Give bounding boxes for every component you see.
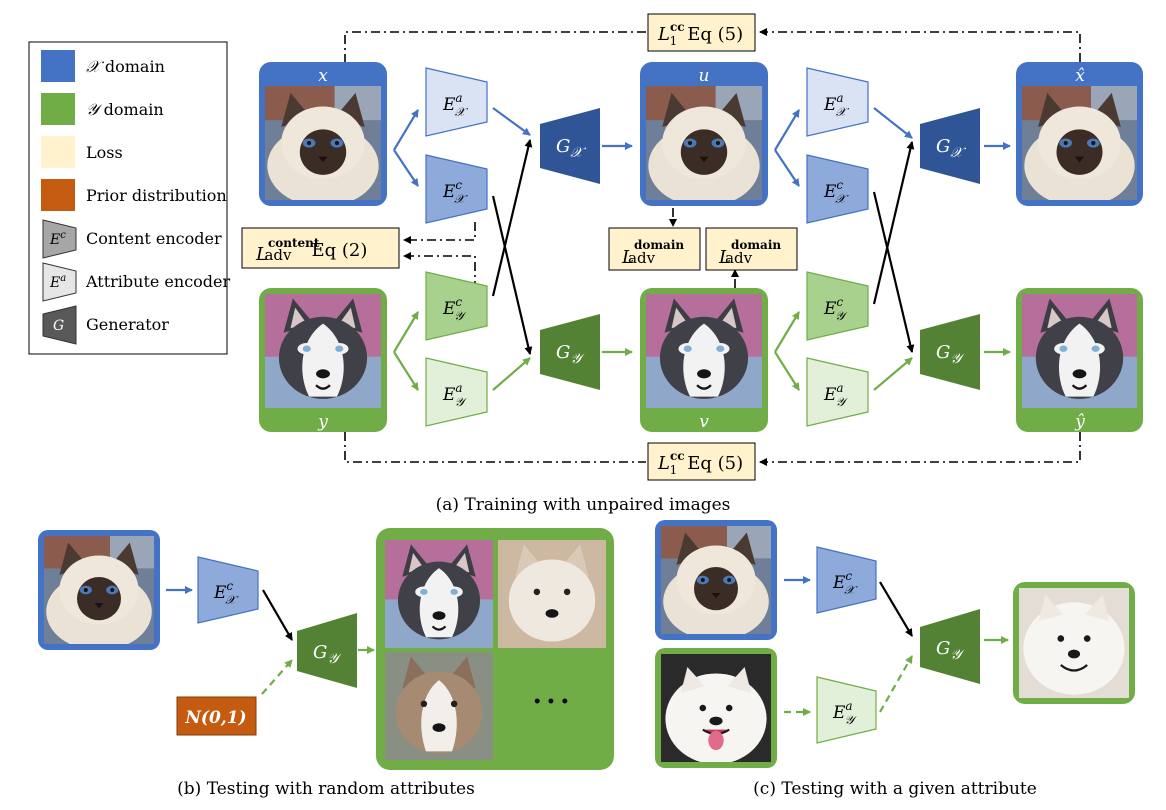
generator-y-right: G𝒴 [920,314,980,390]
output-grid-b: • • • [376,528,614,770]
image-frame-x-hat: x̂ [1016,62,1143,206]
svg-text:G𝒳: G𝒳 [556,136,586,161]
legend-swatch-y-domain [41,93,75,125]
image-frame-x: x [259,62,387,206]
arrows-a [393,107,1011,391]
husky-photo-icon [646,294,762,408]
image-frame-u: u [640,62,768,206]
husky-photo-icon [1022,294,1137,408]
generator-y-b: G𝒴 [297,613,357,688]
cat-photo-icon [646,86,762,200]
samoyed-photo-icon [661,654,771,762]
legend-label-attribute-encoder: Attribute encoder [85,272,231,291]
image-frame-c-attribute [655,648,777,768]
legend-attr-symbol: Ea [49,273,66,291]
legend-label-y-domain: 𝒴 domain [86,100,164,119]
legend-generator-icon [42,305,77,345]
image-frame-c-content [655,520,777,640]
cat-photo-icon [661,526,771,634]
generator-y-left: G𝒴 [540,314,600,390]
label-x: x [318,66,328,86]
image-frame-c-output [1013,582,1135,704]
legend: 𝒳 domain 𝒴 domain Loss Prior distributio… [28,41,231,355]
husky-photo-icon [385,540,493,648]
generator-y-c: G𝒴 [920,609,980,684]
legend-swatch-prior [41,179,75,211]
legend-swatch-loss [41,136,75,168]
cat-photo-icon [1022,86,1137,200]
legend-swatch-x-domain [41,50,75,82]
legend-content-symbol: Ec [49,230,66,248]
husky-photo-icon [265,294,381,408]
cat-photo-icon [265,86,381,200]
caption-a: (a) Training with unpaired images [436,495,731,515]
legend-label-generator: Generator [86,315,169,334]
legend-label-loss: Loss [86,143,123,162]
image-frame-v: v [640,288,768,432]
caption-c: (c) Testing with a given attribute [753,779,1037,799]
image-frame-y-hat: ŷ [1016,288,1143,432]
arrows-c [784,576,1009,716]
prior-label: N(0,1) [184,708,246,728]
samoyed-photo-icon [1019,588,1129,698]
svg-text:G𝒳: G𝒳 [936,136,966,161]
legend-label-x-domain: 𝒳 domain [86,57,165,76]
cat-photo-icon [44,536,154,644]
cc-loss-paths [344,28,1081,466]
prior-box: N(0,1) [176,696,257,736]
legend-gen-symbol: G [53,318,64,334]
husky-photo-icon [498,540,606,648]
label-y-hat: ŷ [1074,412,1085,432]
caption-b: (b) Testing with random attributes [177,779,475,799]
image-frame-y: y [259,288,387,432]
legend-label-prior: Prior distribution [86,186,227,205]
legend-content-encoder-icon [42,219,77,259]
husky-photo-icon [385,652,493,760]
label-y: y [317,412,328,432]
label-x-hat: x̂ [1075,66,1085,86]
adv-loss-paths [403,208,739,290]
label-u: u [699,66,710,86]
label-v: v [699,412,709,432]
image-frame-b-input [38,530,160,650]
generator-x-left: G𝒳 [540,108,600,184]
legend-label-content-encoder: Content encoder [86,229,222,248]
more-samples-ellipsis: • • • [533,694,570,710]
generator-x-right: G𝒳 [920,108,980,184]
legend-attribute-encoder-icon [42,262,77,302]
arrows-b [166,586,375,695]
